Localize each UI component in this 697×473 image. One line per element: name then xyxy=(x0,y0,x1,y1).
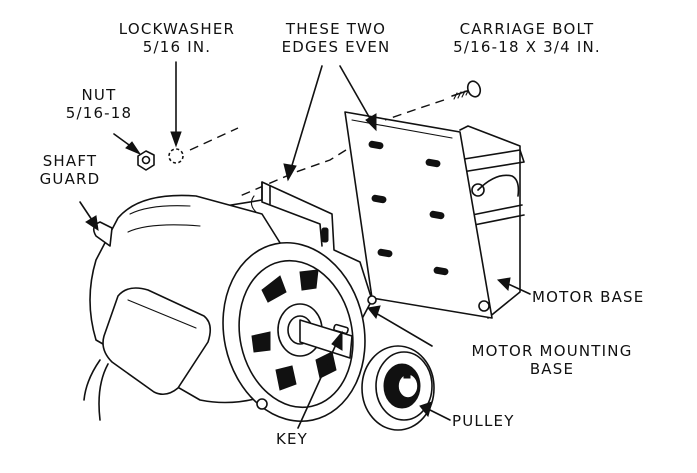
lockwasher-label: LOCKWASHER 5/16 IN. xyxy=(118,20,236,56)
edges-even-label: THESE TWO EDGES EVEN xyxy=(281,20,391,56)
motor-body xyxy=(83,194,377,423)
nut-part xyxy=(137,150,155,171)
pulley-part xyxy=(361,345,435,431)
motor-mounting-base-label: MOTOR MOUNTING BASE xyxy=(471,342,633,378)
carriage-bolt-label: CARRIAGE BOLT 5/16-18 X 3/4 IN. xyxy=(453,20,601,56)
motor-base-plate xyxy=(344,111,525,319)
pulley-label: PULLEY xyxy=(452,412,515,430)
motor-base-label: MOTOR BASE xyxy=(532,288,645,306)
key-label: KEY xyxy=(275,430,309,448)
carriage-bolt xyxy=(451,80,482,100)
lockwasher-part xyxy=(168,148,184,164)
leader-lines xyxy=(79,61,531,429)
shaft-guard-label: SHAFT GUARD xyxy=(39,152,101,188)
nut-label: NUT 5/16-18 xyxy=(65,86,133,122)
